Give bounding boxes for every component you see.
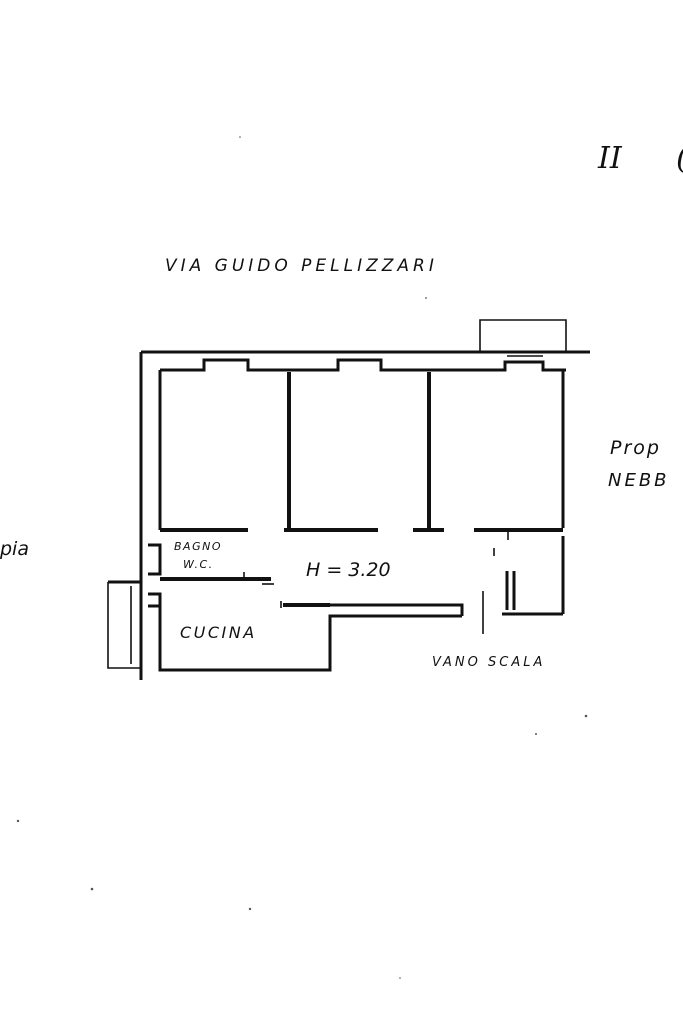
balcony-outline bbox=[479, 319, 567, 352]
bathroom-label-line2: W.C. bbox=[183, 558, 214, 571]
scan-speck bbox=[90, 887, 94, 891]
facade-wall-inner bbox=[160, 358, 566, 372]
page-number-cut-glyph: ( bbox=[676, 141, 683, 176]
scan-speck bbox=[535, 733, 537, 735]
page-number: II bbox=[597, 141, 623, 176]
left-edge-label: pia bbox=[0, 538, 29, 560]
kitchen-balcony bbox=[107, 582, 141, 669]
scan-speck bbox=[16, 819, 20, 823]
neighbor-owner-label-line2: NEBB bbox=[608, 470, 670, 491]
kitchen-outline bbox=[158, 606, 462, 672]
neighbor-owner-label-line1: Prop bbox=[610, 437, 661, 459]
scan-speck bbox=[248, 907, 252, 911]
bathroom-label-line1: BAGNO bbox=[174, 540, 222, 553]
scan-speck bbox=[239, 136, 241, 138]
stairwell-label: VANO SCALA bbox=[432, 655, 545, 670]
scan-speck bbox=[584, 714, 588, 718]
scan-speck bbox=[399, 977, 401, 979]
scan-speck bbox=[425, 297, 427, 299]
kitchen-window-jamb bbox=[148, 592, 162, 608]
bathroom-niche bbox=[148, 543, 162, 576]
corridor-stub-wall bbox=[330, 603, 464, 616]
kitchen-label: CUCINA bbox=[180, 623, 257, 642]
street-label: VIA GUIDO PELLIZZARI bbox=[165, 256, 438, 276]
ceiling-height-label: H = 3.20 bbox=[306, 559, 391, 581]
